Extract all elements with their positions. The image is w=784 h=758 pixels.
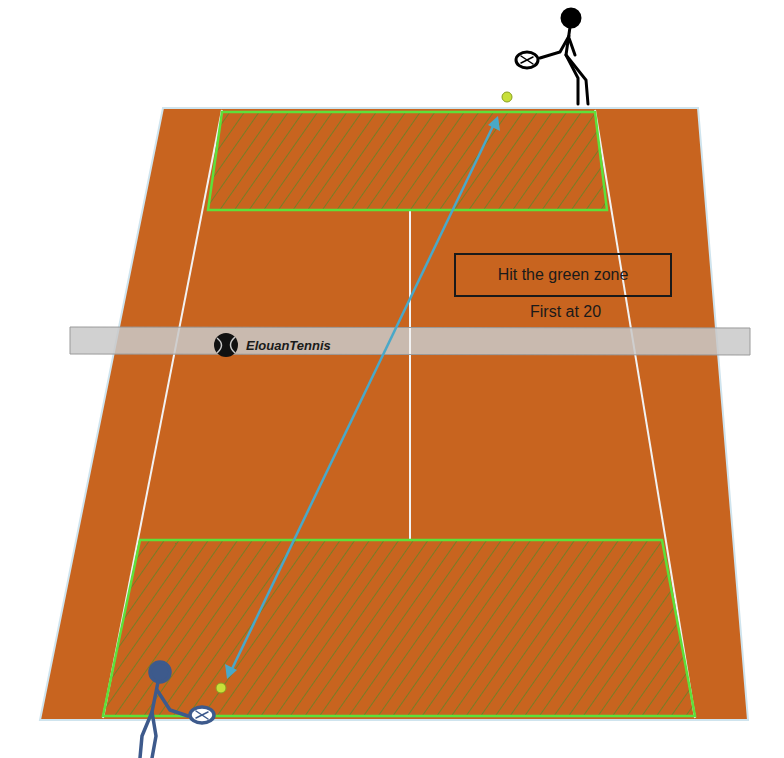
court-surface — [40, 108, 748, 720]
target-zone — [103, 540, 695, 716]
player-figure — [516, 9, 588, 104]
instruction-box: Hit the green zone — [454, 253, 672, 297]
player-figure — [140, 662, 214, 758]
watermark: ElouanTennis — [246, 338, 331, 353]
arrow-head — [488, 116, 500, 131]
center-line — [409, 210, 411, 540]
trajectory-line — [231, 124, 494, 671]
net — [70, 327, 750, 355]
box-text: Hit the green zone — [498, 266, 629, 284]
tennis-ball — [502, 92, 512, 102]
note-text: First at 20 — [530, 303, 601, 321]
logo-seam — [217, 337, 235, 353]
net-strap — [409, 328, 411, 354]
target-zone — [208, 112, 607, 210]
arrow-head — [225, 664, 237, 679]
tennis-ball — [216, 683, 226, 693]
logo-ball — [214, 333, 238, 357]
